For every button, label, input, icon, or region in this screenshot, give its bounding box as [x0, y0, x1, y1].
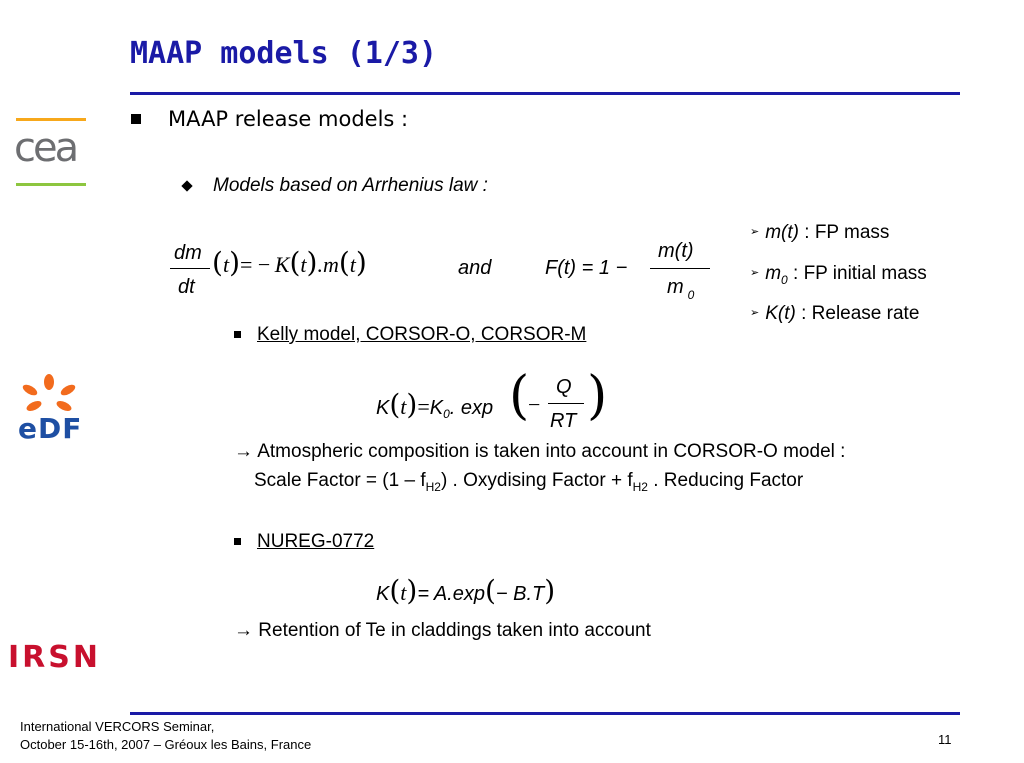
slide-title: MAAP models (1/3) [130, 36, 438, 71]
irsn-logo-text: IRSN [8, 640, 101, 675]
cea-logo-top-bar [16, 118, 86, 121]
equation-kelly: K(t)=K0. exp ( − Q RT ) [376, 366, 607, 440]
footer-divider [130, 712, 960, 715]
equation-nureg: K(t)= A.exp(− B.T) [376, 574, 555, 607]
eq1-dm: dm [174, 242, 202, 264]
kelly-minus: − [528, 392, 541, 417]
scale-factor-part-b: ) . Oxydising Factor + f [440, 470, 633, 491]
equation-mass-derivative: dm dt (t)= − K(t).m(t) [170, 238, 410, 304]
cea-logo-bottom-bar [16, 183, 86, 186]
eq1-m0-m: m [667, 276, 684, 298]
scale-factor-part-a: Scale Factor = (1 – f [254, 470, 426, 491]
eq1-m0-sub: 0 [687, 288, 695, 302]
kelly-bigparen-close: ) [587, 366, 608, 426]
nureg-rhs: = A.exp [417, 583, 485, 605]
eq1-paren-close3: ) [355, 246, 367, 279]
eq1-paren-open2: ( [289, 246, 301, 279]
page-number: 11 [938, 732, 952, 747]
legend-release-rate: ➢ K(t) : Release rate [750, 303, 919, 325]
nureg-arg: − B.T [495, 583, 545, 605]
edf-logo-text: eDF [18, 412, 83, 445]
kelly-note-atmospheric: → Atmospheric composition is taken into … [234, 441, 846, 462]
bullet-square [131, 114, 141, 124]
legend-sym: m [765, 263, 782, 284]
eq1-paren-open3: ( [338, 246, 350, 279]
legend-sym: m(t) [765, 222, 799, 243]
nureg-paren-open2: ( [484, 574, 496, 607]
kelly-paren-close: ) [406, 388, 418, 421]
title-divider [130, 92, 960, 95]
eq1-t2: t [300, 252, 307, 277]
kelly-K: K [376, 397, 390, 419]
eq1-fraction-line [170, 268, 210, 269]
nureg-K: K [376, 583, 390, 605]
eq1-t3: t [349, 252, 356, 277]
footer-date-location: October 15-16th, 2007 – Gréoux les Bains… [20, 737, 312, 752]
kelly-eq: = [417, 394, 430, 419]
chevron-right-icon: ➢ [750, 226, 760, 238]
legend-sym: K(t) [765, 303, 796, 324]
nureg-paren-close: ) [406, 574, 418, 607]
eq1-t1: t [222, 252, 230, 277]
nureg-t: t [400, 580, 407, 605]
kelly-note-scale-factor: Scale Factor = (1 – fH2) . Oxydising Fac… [254, 470, 803, 494]
eq1-left-expr: (t)= − K(t).m(t) [212, 246, 367, 279]
eq1-f-fraction-line [650, 268, 710, 269]
bullet-small-square [234, 331, 241, 338]
kelly-bigparen-open: ( [509, 366, 530, 426]
legend-text: : FP mass [798, 222, 890, 243]
scale-factor-sub1: H2 [425, 479, 441, 494]
kelly-t: t [400, 394, 407, 419]
bullet-diamond [181, 180, 193, 192]
eq1-K: K [274, 252, 290, 277]
kelly-K0: K [429, 397, 444, 419]
cea-logo: cea [12, 116, 90, 192]
eq1-mt: m(t) [658, 240, 694, 262]
bullet-arrhenius: Models based on Arrhenius law : [213, 175, 488, 196]
eq1-and: and [458, 257, 492, 279]
nureg-paren-close2: ) [544, 574, 556, 607]
edf-logo: eDF [14, 374, 84, 446]
scale-factor-part-c: . Reducing Factor [647, 470, 804, 491]
cea-logo-text: cea [14, 125, 79, 171]
eq1-paren-close2: ) [306, 246, 318, 279]
eq1-minus: = − [240, 252, 271, 277]
eq1-paren-open: ( [212, 246, 223, 279]
legend-text: : Release rate [795, 303, 920, 324]
legend-text: : FP initial mass [787, 263, 927, 284]
eq1-dotm: .m [317, 252, 339, 277]
kelly-RT: RT [550, 410, 577, 432]
kelly-exp: . exp [449, 397, 494, 419]
chevron-right-icon: ➢ [750, 307, 760, 319]
bullet-small-square [234, 538, 241, 545]
footer-seminar: International VERCORS Seminar, [20, 719, 215, 734]
legend-fp-mass: ➢ m(t) : FP mass [750, 222, 889, 244]
kelly-paren-open: ( [389, 388, 401, 421]
kelly-fraction-line [548, 403, 584, 404]
eq1-dt: dt [178, 276, 195, 298]
kelly-heading: Kelly model, CORSOR-O, CORSOR-M [257, 324, 587, 345]
nureg-note: → Retention of Te in claddings taken int… [234, 620, 651, 641]
bullet-maap-release-models: MAAP release models : [168, 107, 409, 131]
eq1-F: F(t) = 1 − [545, 257, 628, 279]
kelly-K0-sub: 0 [443, 407, 450, 422]
scale-factor-sub2: H2 [632, 479, 648, 494]
legend-fp-initial-mass: ➢ m0 : FP initial mass [750, 263, 927, 287]
legend-sub: 0 [781, 272, 788, 287]
kelly-eq-left: K(t)=K0. exp [376, 388, 493, 421]
chevron-right-icon: ➢ [750, 267, 760, 279]
irsn-logo: IRSN [8, 640, 101, 675]
edf-flower-icon [22, 374, 76, 411]
kelly-Q: Q [556, 376, 572, 398]
eq1-paren-close: ) [229, 246, 240, 279]
nureg-paren-open: ( [389, 574, 401, 607]
nureg-heading: NUREG-0772 [257, 531, 375, 552]
